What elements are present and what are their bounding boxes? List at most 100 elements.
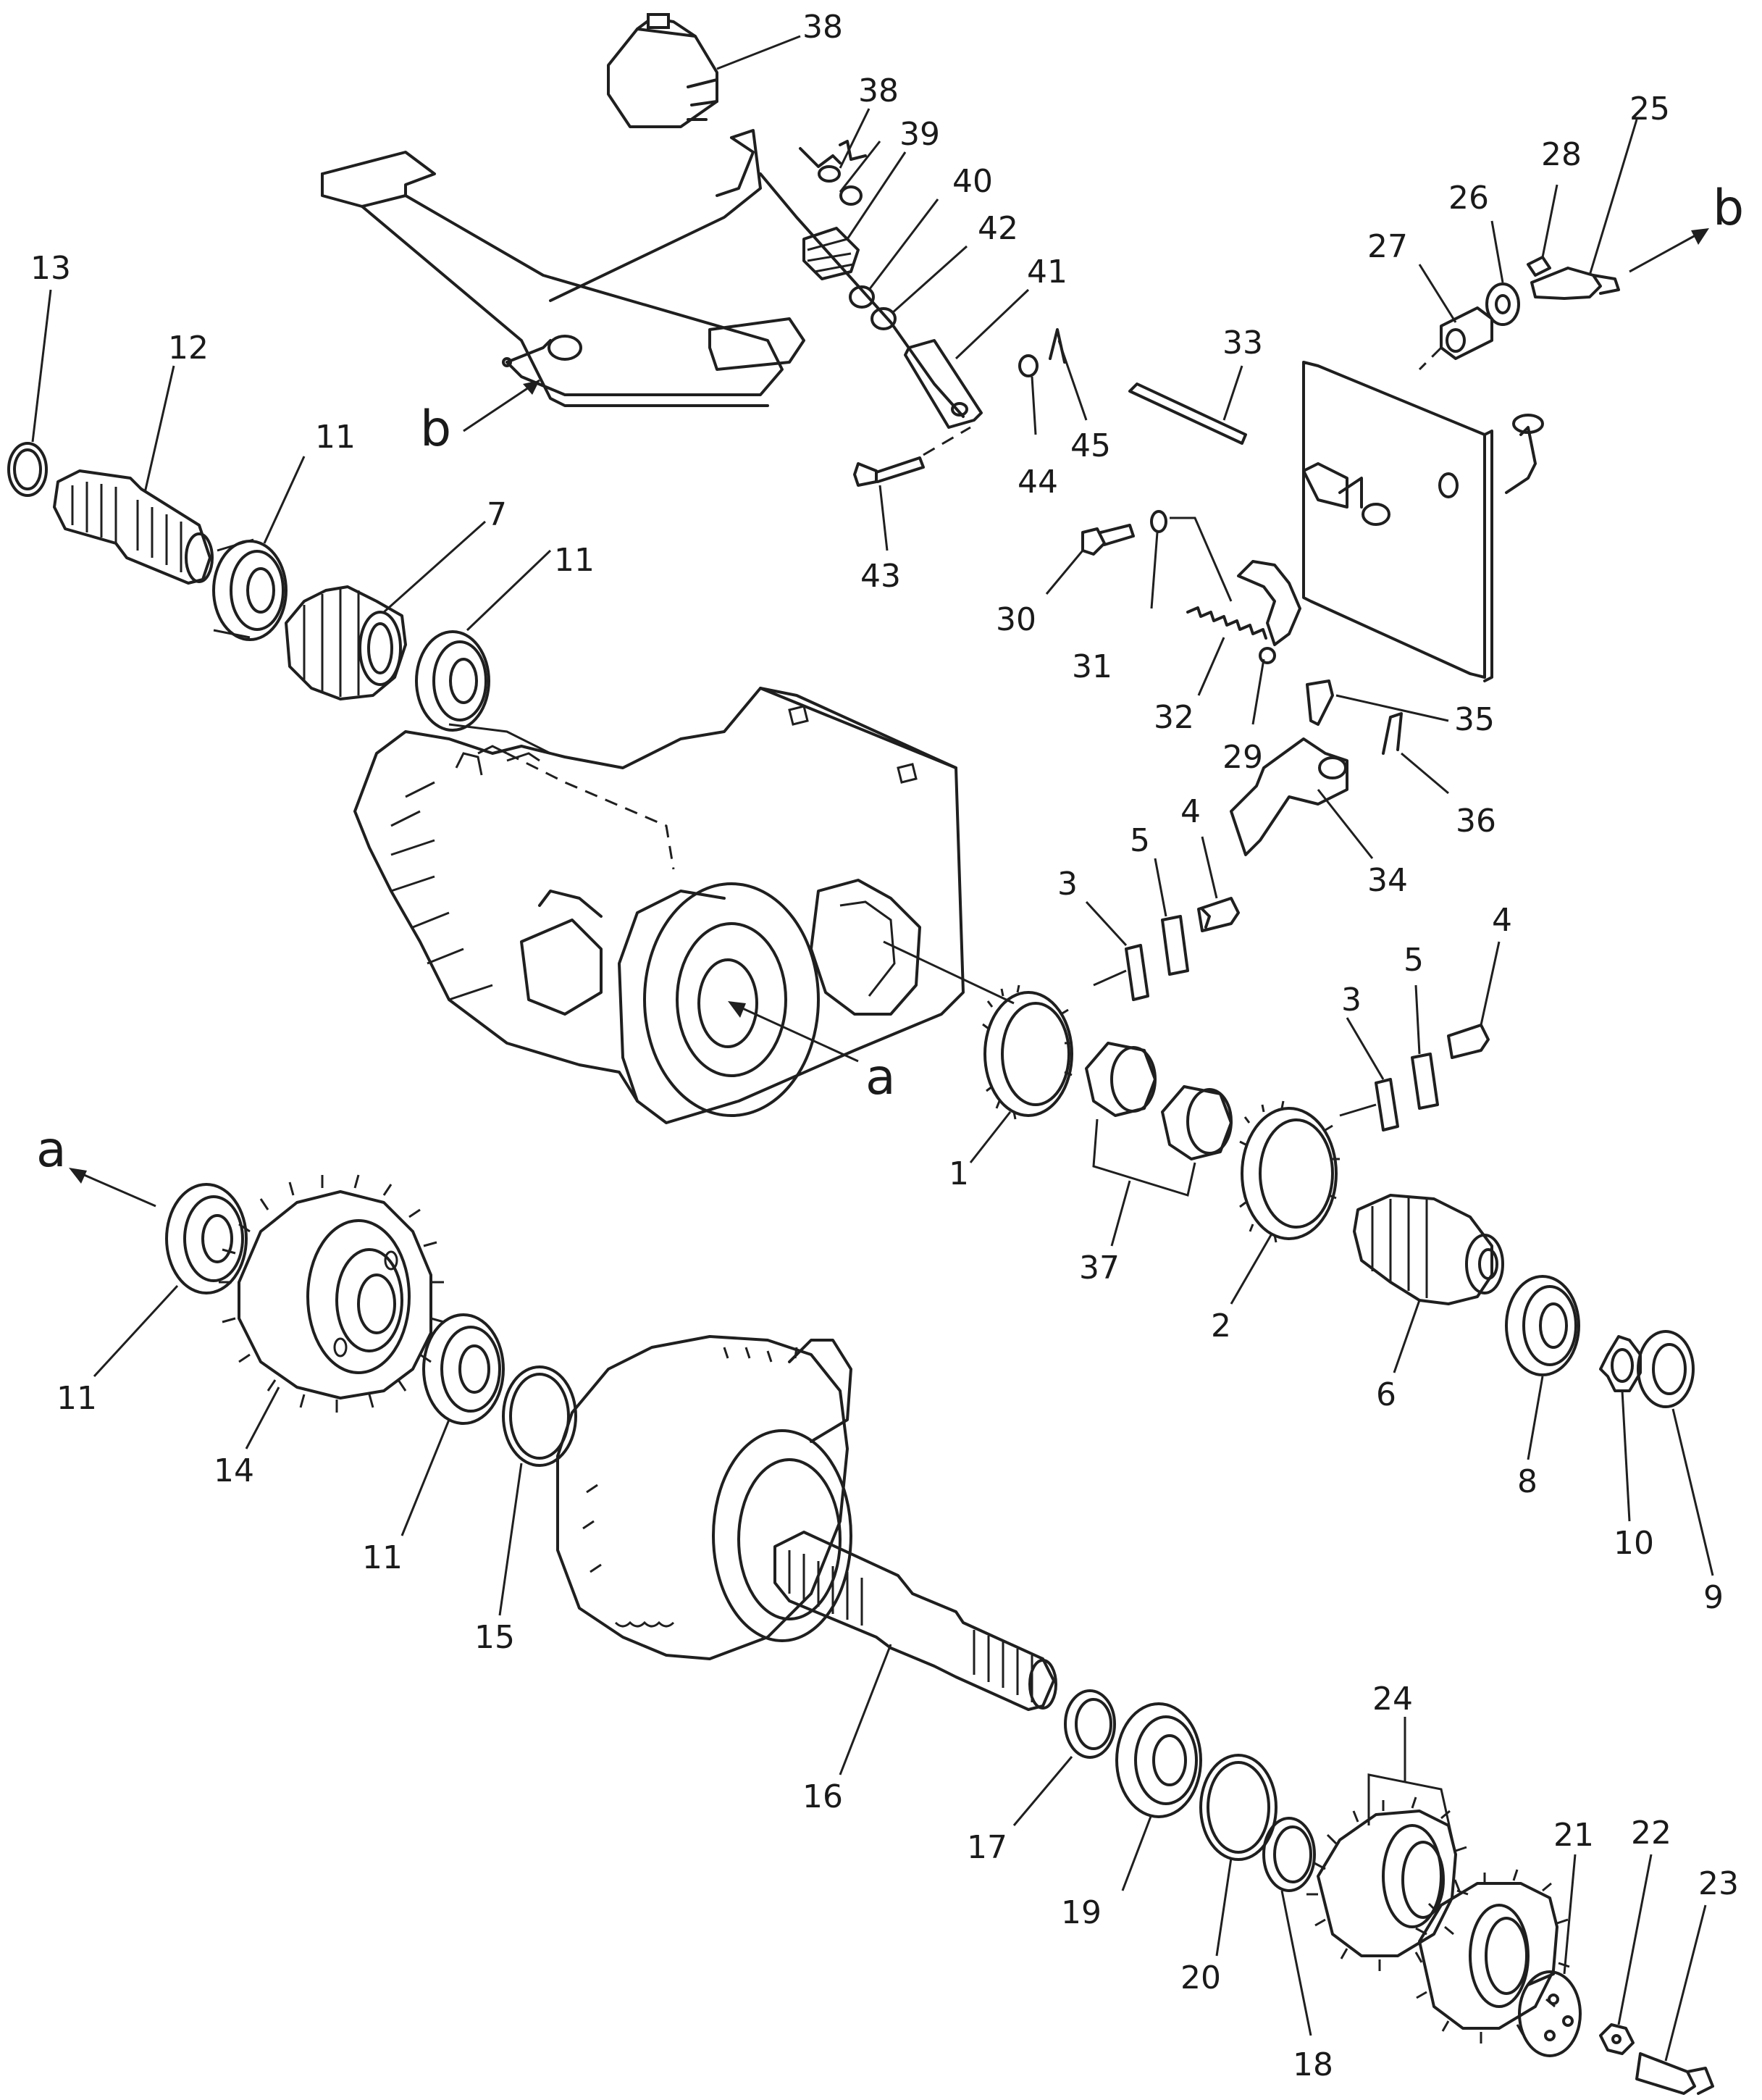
bolt-23: [1635, 1904, 1714, 2095]
ref-arrow-a-housing: [728, 1001, 859, 1063]
lockplate-5a: [1154, 858, 1189, 976]
label-19: 19: [1061, 1894, 1102, 1931]
lockwasher-10: [1599, 1335, 1642, 1522]
bolt-35: [1306, 679, 1449, 726]
label-11a: 11: [315, 419, 356, 456]
bearing-11-top-a: [212, 456, 306, 641]
ring-nut-1: [969, 984, 1073, 1163]
ring-nut-2: [1230, 1100, 1340, 1305]
sprocket-24a: [1306, 1796, 1469, 1971]
label-28: 28: [1541, 136, 1582, 173]
label-17: 17: [967, 1829, 1007, 1866]
bolt-30: [1045, 524, 1135, 595]
washer-31: [1150, 510, 1233, 609]
pin-25: [1530, 119, 1709, 300]
bearing-11-bottom-a: [93, 1183, 248, 1378]
label-18: 18: [1293, 2046, 1333, 2083]
label-40: 40: [952, 163, 993, 200]
spacer-18: [1262, 1817, 1316, 2036]
label-1: 1: [949, 1155, 969, 1192]
label-9: 9: [1703, 1579, 1724, 1616]
label-36: 36: [1456, 803, 1496, 840]
bolt-4a: [1197, 836, 1240, 932]
spring-32: [1186, 606, 1267, 696]
cover-21: [1518, 1854, 1582, 2057]
label-2: 2: [1211, 1308, 1231, 1344]
label-3a: 3: [1057, 866, 1078, 903]
label-38b: 38: [858, 72, 899, 109]
clevis-41: [904, 288, 1030, 429]
label-16: 16: [802, 1778, 843, 1815]
key-28: [1527, 184, 1558, 277]
ring-26: [1485, 220, 1520, 326]
bearing-19: [1115, 1702, 1202, 1891]
pin-36: [1382, 712, 1449, 795]
label-42: 42: [978, 210, 1018, 247]
pin-45: [1049, 328, 1088, 421]
washer-44: [1018, 354, 1039, 435]
label-8: 8: [1517, 1463, 1537, 1500]
label-5a: 5: [1130, 822, 1150, 859]
label-27: 27: [1367, 228, 1408, 265]
shift-plate: [1302, 361, 1544, 682]
label-4b: 4: [1492, 902, 1512, 939]
part-labels: 38 38 39 40 42 41 45 44 43 25 28 26 27 3…: [30, 9, 1739, 2083]
snap-ring-15: [498, 1365, 577, 1616]
label-6: 6: [1376, 1376, 1396, 1413]
bolt-43: [853, 426, 971, 551]
ref-arrow-a-left: [69, 1168, 156, 1208]
label-12: 12: [168, 330, 209, 367]
reference-letters: b b a a: [36, 180, 1744, 1179]
label-41: 41: [1027, 254, 1067, 290]
label-11d: 11: [362, 1539, 403, 1576]
shaft-33: [1128, 365, 1247, 445]
gear-7: [285, 520, 486, 700]
spacer-17: [1012, 1689, 1116, 1826]
ref-a-left: a: [36, 1121, 67, 1179]
adjust-link: [759, 108, 965, 418]
label-25: 25: [1629, 91, 1670, 127]
label-33: 33: [1222, 325, 1263, 361]
ref-b-right: b: [1713, 180, 1744, 237]
label-29: 29: [1222, 739, 1263, 776]
snap-ring-20: [1199, 1754, 1278, 1957]
shaft-12: [53, 365, 214, 585]
label-13: 13: [30, 250, 71, 287]
bush-27: [1418, 264, 1493, 371]
label-26: 26: [1448, 180, 1489, 217]
label-22: 22: [1631, 1815, 1671, 1852]
lockplate-3a: [1085, 900, 1149, 1001]
lockplate-5b: [1411, 984, 1439, 1110]
output-shaft-16: [773, 1531, 1057, 1775]
label-11c: 11: [56, 1380, 97, 1417]
detent-29: [1237, 560, 1301, 725]
label-30: 30: [996, 601, 1036, 638]
bearing-11-top-b: [415, 549, 552, 732]
nut-40: [849, 198, 939, 309]
label-3b: 3: [1341, 982, 1362, 1018]
bolt-4b: [1447, 941, 1501, 1059]
label-20: 20: [1180, 1959, 1221, 1996]
label-44: 44: [1018, 464, 1058, 501]
label-45: 45: [1070, 427, 1111, 464]
bearing-11-bottom-b: [400, 1313, 505, 1536]
nut-42: [870, 245, 968, 330]
label-34: 34: [1367, 862, 1408, 899]
label-7: 7: [487, 496, 507, 533]
label-43: 43: [860, 558, 901, 595]
label-21: 21: [1553, 1817, 1594, 1854]
label-10: 10: [1614, 1525, 1654, 1562]
actuator-38: [607, 13, 801, 128]
carrier-housing: [556, 1335, 852, 1660]
ref-b-left: b: [420, 401, 451, 458]
label-5b: 5: [1404, 942, 1424, 979]
nut-9: [1637, 1330, 1714, 1576]
label-32: 32: [1154, 699, 1194, 736]
label-24: 24: [1372, 1681, 1413, 1718]
gear-6: [1353, 1194, 1504, 1373]
label-11b: 11: [554, 542, 595, 579]
label-38a: 38: [802, 9, 843, 46]
label-37: 37: [1079, 1250, 1120, 1287]
